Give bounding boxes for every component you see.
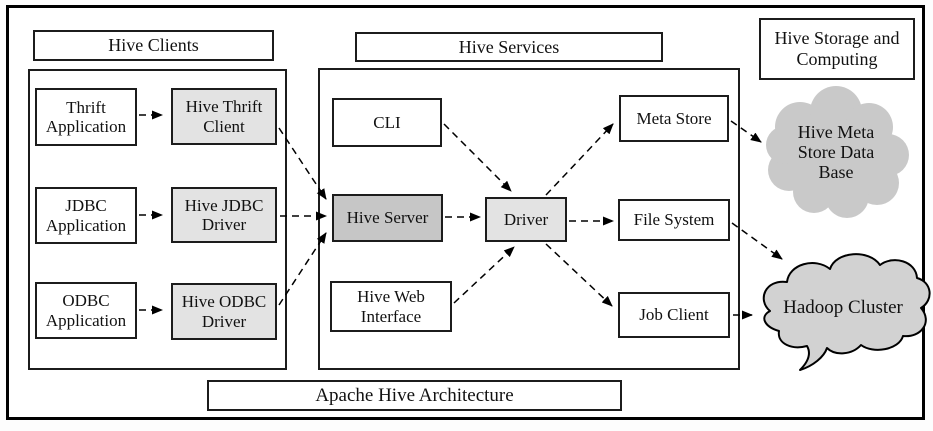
node-job-client: Job Client [618,292,730,338]
thrift-application-label: Thrift Application [45,97,127,136]
diagram-title-box: Apache Hive Architecture [207,380,622,411]
arrow-cli-to-driver [443,123,512,192]
node-cli: CLI [332,98,442,147]
node-hive-odbc-driver: Hive ODBC Driver [171,283,277,340]
hive-odbc-driver-label: Hive ODBC Driver [181,292,267,331]
hive-jdbc-driver-label: Hive JDBC Driver [184,195,264,234]
node-file-system: File System [618,199,730,241]
cli-label: CLI [373,112,401,132]
diagram-title-text: Apache Hive Architecture [315,384,514,406]
arrow-hive-odbc-driver-to-hive-server [278,232,327,306]
node-hive-jdbc-driver: Hive JDBC Driver [171,187,277,243]
arrow-hive-thrift-client-to-hive-server [278,127,327,200]
node-hive-web-interface: Hive Web Interface [330,281,452,332]
job-client-label: Job Client [639,305,709,325]
hive-services-section-label: Hive Services [355,32,663,62]
odbc-application-label: ODBC Application [45,291,127,330]
arrow-meta-store-to-hive-meta-store-db [730,120,762,143]
hive-storage-section-label: Hive Storage and Computing [759,18,915,80]
hadoop-cluster-label: Hadoop Cluster [783,297,903,318]
arrow-driver-to-meta-store [545,123,614,196]
node-hive-thrift-client: Hive Thrift Client [171,88,277,145]
arrow-file-system-to-hadoop-cluster [731,222,783,260]
driver-label: Driver [503,209,549,229]
jdbc-application-label: JDBC Application [45,196,127,235]
file-system-label: File System [633,210,715,230]
hive-clients-label-text: Hive Clients [108,35,199,55]
node-hive-server: Hive Server [332,194,443,242]
node-thrift-application: Thrift Application [35,88,137,146]
node-meta-store: Meta Store [619,95,729,142]
hive-clients-container [28,69,287,370]
cloud-hadoop-cluster [762,253,931,371]
node-jdbc-application: JDBC Application [35,187,137,244]
hive-services-label-text: Hive Services [458,36,560,57]
arrow-hive-web-interface-to-driver [453,246,515,304]
hive-thrift-client-label: Hive Thrift Client [185,97,263,136]
meta-store-label: Meta Store [636,108,712,128]
hive-meta-store-db-label: Hive Meta Store Data Base [797,122,875,182]
arrow-driver-to-job-client [545,243,613,307]
hive-clients-section-label: Hive Clients [33,30,274,61]
cloud-hive-meta-store-db [766,86,909,218]
hive-web-interface-label: Hive Web Interface [357,287,425,326]
node-odbc-application: ODBC Application [35,282,137,339]
hive-server-label: Hive Server [346,208,429,228]
hive-storage-label-text: Hive Storage and Computing [774,28,900,69]
node-driver: Driver [485,197,567,242]
